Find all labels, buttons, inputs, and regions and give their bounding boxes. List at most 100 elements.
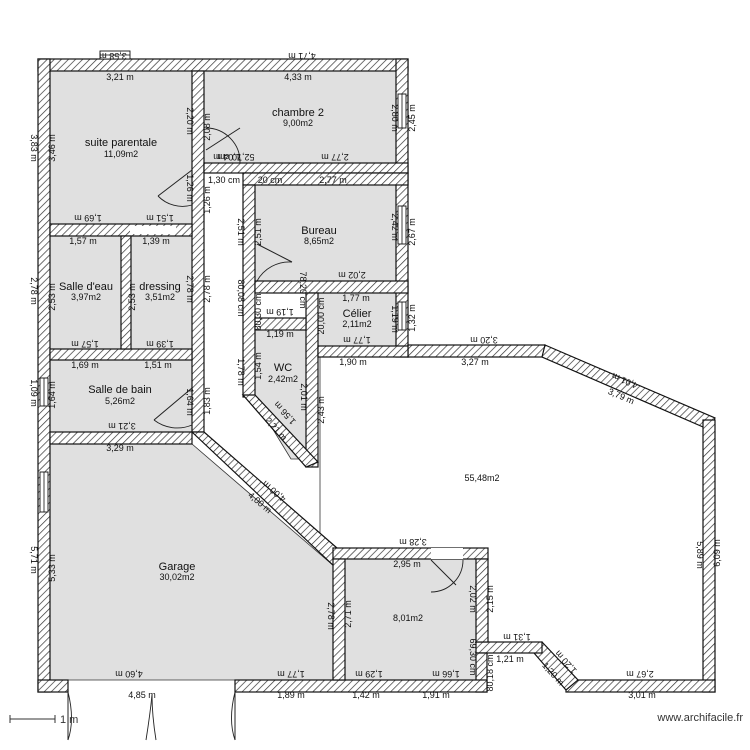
dim-label: 2,67 m — [407, 218, 417, 246]
dim-label: 1,91 m — [422, 690, 450, 700]
room-area-garage: 30,02m2 — [159, 572, 194, 582]
room-area-wc: 2,42m2 — [268, 374, 298, 384]
dim-label: 1,39 m — [142, 236, 170, 246]
dim-label: 4,33 m — [284, 72, 312, 82]
dim-label: 2,78 m — [29, 277, 39, 305]
dim-label: 1,64 m — [47, 381, 57, 409]
dim-label: 2,01 m — [299, 383, 309, 411]
scale-bar: 1 m — [9, 714, 78, 726]
dim-label: 1,31 m — [503, 632, 531, 642]
room-area-dressing: 3,51m2 — [145, 292, 175, 302]
dim-label: 2,71 m — [343, 600, 353, 628]
room-8m2 — [344, 558, 477, 681]
dim-label: 20,00 cm — [316, 297, 326, 334]
dim-label: 1,26 m — [185, 174, 195, 202]
dim-label: 2,43 m — [316, 396, 326, 424]
dim-label: 1,83 m — [202, 387, 212, 415]
dim-label: 1,19 m — [266, 329, 294, 339]
dim-label: 5,71 m — [29, 546, 39, 574]
dim-label: 2,45 m — [407, 104, 417, 132]
dim-label: 1,39 m — [146, 339, 174, 349]
room-name-dressing: dressing — [139, 281, 181, 293]
dim-label: 1,77 m — [343, 335, 371, 345]
dimensions-vertical: 3,83 m 3,46 m 2,20 m 2,08 m 2,80 m 2,45 … — [29, 104, 722, 691]
dim-label: 80,30 cm — [253, 293, 263, 330]
dim-label: 4,85 m — [128, 690, 156, 700]
room-name-suite: suite parentale — [85, 137, 157, 149]
dim-label: 2,42 m — [390, 213, 400, 241]
dim-label: 3,20 m — [470, 335, 498, 345]
doors — [67, 127, 464, 741]
dim-label: 1,29 m — [355, 669, 383, 679]
dim-label: 80,18 cm — [485, 654, 495, 691]
dim-label: 1,32 m — [407, 304, 417, 332]
dim-label: 1,66 m — [432, 669, 460, 679]
room-area-suite: 11,09m2 — [104, 149, 138, 159]
dim-label: 2,02 m — [338, 270, 366, 280]
room-name-chambre2: chambre 2 — [272, 107, 324, 119]
dim-label: 2,77 m — [321, 152, 349, 162]
room-area-chambre2: 9,00m2 — [283, 118, 313, 128]
room-dressing — [130, 235, 193, 350]
dim-label: 2,51 m — [253, 218, 263, 246]
room-suite-parentale — [49, 70, 193, 225]
dim-label: 2,20 m — [185, 107, 195, 135]
dim-label: 1,78 m — [236, 358, 246, 386]
dim-label: 3,83 m — [29, 134, 39, 162]
dim-label: 1,57 m — [71, 339, 99, 349]
room-chambre-2 — [203, 70, 397, 164]
scale-label: 1 m — [60, 714, 78, 726]
dim-label: 1,69 m — [71, 360, 99, 370]
dim-label: 69,30 cm — [468, 638, 478, 675]
dim-label: 2,67 m — [626, 669, 654, 679]
room-name-salle-eau: Salle d'eau — [59, 281, 113, 293]
dim-label: 3,21 m — [108, 421, 136, 431]
dim-label: 1,89 m — [277, 690, 305, 700]
dim-label: 1,21 m — [496, 654, 524, 664]
room-area-celier: 2,11m2 — [342, 319, 371, 329]
site-watermark: www.archifacile.fr — [656, 712, 743, 724]
dim-label: 1,30 cm — [208, 175, 240, 185]
dim-label: 1,19 m — [266, 307, 294, 317]
dim-label: 1,69 m — [74, 213, 102, 223]
walls — [37, 58, 716, 693]
room-name-bureau: Bureau — [301, 225, 336, 237]
dim-label: 1,64 m — [185, 388, 195, 416]
dim-label: 3,29 m — [106, 443, 134, 453]
room-name-wc: WC — [274, 362, 292, 374]
dim-label: 5,33 m — [47, 554, 57, 582]
room-salle-bain — [49, 359, 193, 433]
dim-label: 3,28 m — [399, 537, 427, 547]
dim-label: 2,80 m — [390, 104, 400, 132]
dim-label: 52,70 cm — [217, 152, 254, 162]
dim-label: 3,01 m — [628, 690, 656, 700]
dimensions-horizontal: 3,58 m 4,71 m 3,21 m 4,33 m 52,70 cm 1,0… — [69, 51, 656, 700]
openings — [39, 50, 463, 559]
room-salle-eau — [49, 235, 122, 350]
dim-label: 20 cm — [258, 175, 283, 185]
dim-label: 3,27 m — [461, 357, 489, 367]
room-area-salle-bain: 5,26m2 — [105, 396, 135, 406]
dim-label: 4,71 m — [288, 51, 316, 61]
room-name-celier: Célier — [343, 308, 372, 320]
room-area-bureau: 8,65m2 — [304, 236, 334, 246]
room-celier — [317, 292, 397, 347]
room-name-garage: Garage — [159, 561, 196, 573]
dim-label: 1,19 m — [390, 305, 400, 333]
dim-label: 1,77 m — [342, 293, 370, 303]
dim-label: 1,57 m — [69, 236, 97, 246]
dim-label: 5,89 m — [695, 541, 705, 569]
dim-label: 1,51 m — [144, 360, 172, 370]
dim-label: 1,51 m — [146, 213, 174, 223]
dim-label: 1,54 m — [253, 352, 263, 380]
dim-label: 1,90 m — [339, 357, 367, 367]
room-area-small: 8,01m2 — [393, 613, 423, 623]
dim-label: 2,08 m — [202, 113, 212, 141]
dim-label: 3,46 m — [47, 134, 57, 162]
room-area-salle-eau: 3,97m2 — [71, 292, 101, 302]
dim-label: 1,42 m — [352, 690, 380, 700]
dim-label: 1,26 m — [202, 186, 212, 214]
dim-label: 3,58 m — [99, 51, 127, 61]
room-name-salle-bain: Salle de bain — [88, 384, 152, 396]
